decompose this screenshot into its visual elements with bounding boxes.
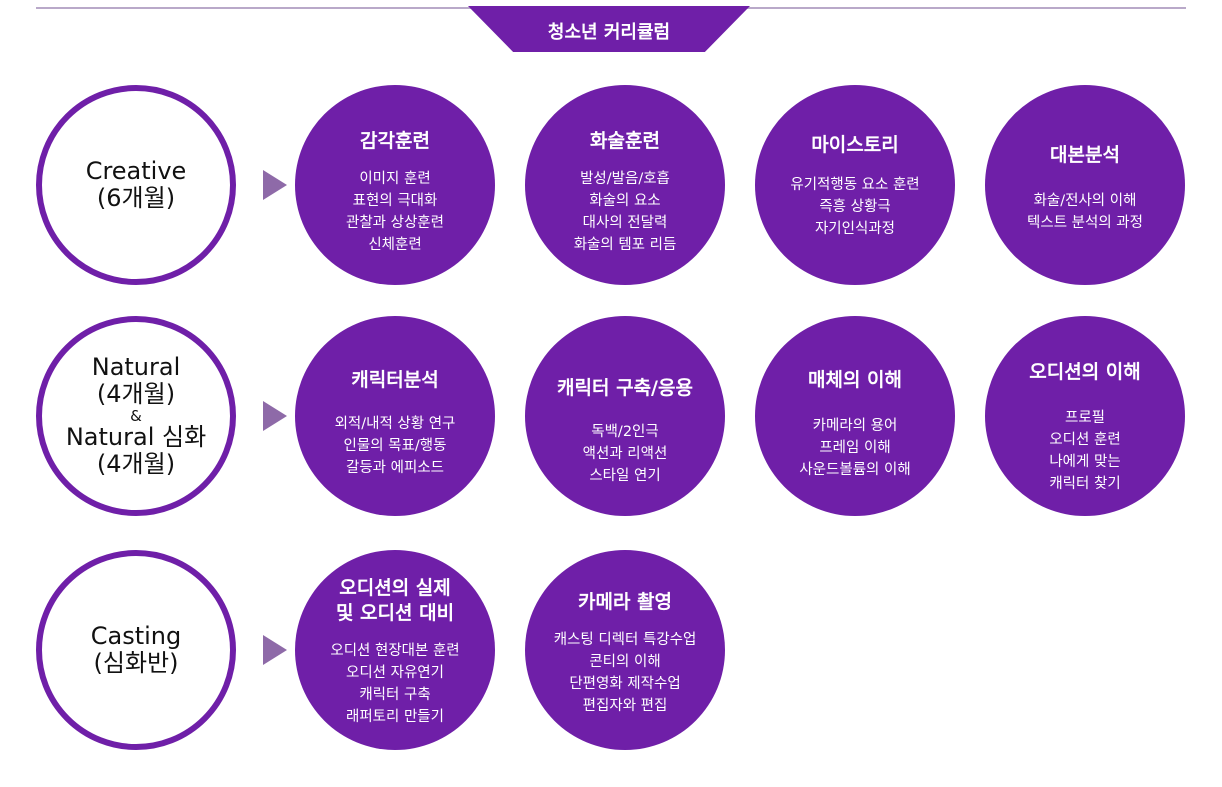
course-item: 콘티의 이해 [589, 654, 661, 670]
course-items: 유기적행동 요소 훈련 즉흥 상황극 자기인식과정 [790, 174, 919, 240]
course-title: 및 오디션 대비 [335, 602, 455, 624]
level-connector: & [130, 407, 142, 425]
arrow-right-icon [263, 635, 287, 665]
level-name: Natural 심화 [65, 423, 207, 451]
course-item: 래퍼토리 만들기 [346, 709, 444, 725]
course-items: 캐스팅 디렉터 특강수업 콘티의 이해 단편영화 제작수업 편집자와 편집 [554, 629, 697, 717]
course-item: 캐릭터 찾기 [1049, 476, 1121, 492]
course-item: 대사의 전달력 [582, 215, 668, 231]
level-duration: (심화반) [93, 649, 179, 677]
course-items: 외적/내적 상황 연구 인물의 목표/행동 갈등과 에피소드 [335, 413, 456, 479]
arrow-right-icon [263, 401, 287, 431]
course-title: 대본분석 [1050, 144, 1120, 166]
course-item: 캐릭터 구축 [359, 687, 431, 703]
course-items: 독백/2인극 액션과 리액션 스타일 연기 [583, 421, 668, 487]
course-items: 프로필 오디션 훈련 나에게 맞는 캐릭터 찾기 [1049, 407, 1120, 495]
course-title: 마이스토리 [811, 134, 899, 156]
course-item: 자기인식과정 [814, 221, 896, 237]
course-circle: 마이스토리 유기적행동 요소 훈련 즉흥 상황극 자기인식과정 [755, 85, 955, 285]
curriculum-row-casting: Casting (심화반) 오디션의 실제 및 오디션 대비 오디션 현장대본 … [0, 550, 1222, 750]
course-circle: 캐릭터분석 외적/내적 상황 연구 인물의 목표/행동 갈등과 에피소드 [295, 316, 495, 516]
course-item: 오디션 자유연기 [346, 665, 444, 681]
course-item: 오디션 훈련 [1049, 432, 1121, 448]
course-items: 화술/전사의 이해 텍스트 분석의 과정 [1027, 190, 1143, 234]
curriculum-row-creative: Creative (6개월) 감각훈련 이미지 훈련 표현의 극대화 관찰과 상… [0, 85, 1222, 285]
course-circle: 오디션의 이해 프로필 오디션 훈련 나에게 맞는 캐릭터 찾기 [985, 316, 1185, 516]
course-items: 이미지 훈련 표현의 극대화 관찰과 상상훈련 신체훈련 [346, 168, 444, 256]
course-item: 발성/발음/호흡 [580, 171, 670, 187]
course-item: 갈등과 에피소드 [345, 460, 444, 476]
course-title: 카메라 촬영 [577, 591, 672, 613]
course-title: 오디션의 실제 [339, 577, 451, 599]
course-item: 관찰과 상상훈련 [346, 215, 444, 231]
course-item: 화술의 템포 리듬 [573, 237, 677, 253]
arrow-right-icon [263, 170, 287, 200]
course-item: 나에게 맞는 [1049, 454, 1121, 470]
course-title: 매체의 이해 [807, 369, 902, 391]
course-item: 단편영화 제작수업 [569, 676, 681, 692]
course-item: 이미지 훈련 [359, 171, 431, 187]
level-circle-natural: Natural (4개월) & Natural 심화 (4개월) [36, 316, 236, 516]
course-item: 외적/내적 상황 연구 [334, 416, 456, 432]
course-items: 오디션 현장대본 훈련 오디션 자유연기 캐릭터 구축 래퍼토리 만들기 [330, 640, 459, 728]
level-name: Casting [90, 622, 182, 650]
course-item: 스타일 연기 [589, 468, 661, 484]
course-item: 사운드볼륨의 이해 [799, 462, 911, 478]
course-title: 화술훈련 [590, 130, 660, 152]
course-item: 프레임 이해 [819, 440, 891, 456]
course-item: 캐스팅 디렉터 특강수업 [553, 632, 697, 648]
course-item: 인물의 목표/행동 [343, 438, 447, 454]
course-item: 화술의 요소 [589, 193, 661, 209]
course-item: 액션과 리액션 [582, 446, 668, 462]
course-item: 오디션 현장대본 훈련 [330, 643, 460, 659]
course-item: 독백/2인극 [591, 424, 659, 440]
curriculum-row-natural: Natural (4개월) & Natural 심화 (4개월) 캐릭터분석 외… [0, 316, 1222, 516]
course-circle: 카메라 촬영 캐스팅 디렉터 특강수업 콘티의 이해 단편영화 제작수업 편집자… [525, 550, 725, 750]
course-items: 발성/발음/호흡 화술의 요소 대사의 전달력 화술의 템포 리듬 [574, 168, 677, 256]
course-item: 유기적행동 요소 훈련 [790, 177, 920, 193]
level-duration: (4개월) [96, 380, 176, 408]
level-circle-creative: Creative (6개월) [36, 85, 236, 285]
level-name: Natural [91, 353, 181, 381]
level-duration: (4개월) [96, 450, 176, 478]
course-items: 카메라의 용어 프레임 이해 사운드볼륨의 이해 [799, 415, 910, 481]
course-item: 편집자와 편집 [582, 698, 668, 714]
course-item: 신체훈련 [368, 237, 422, 253]
level-duration: (6개월) [96, 184, 176, 212]
course-item: 프로필 [1064, 410, 1106, 426]
course-item: 화술/전사의 이해 [1033, 193, 1137, 209]
level-circle-casting: Casting (심화반) [36, 550, 236, 750]
level-name: Creative [85, 157, 187, 185]
page-title: 청소년 커리큘럼 [547, 22, 671, 43]
course-title: 캐릭터 구축/응용 [557, 377, 693, 399]
course-circle: 감각훈련 이미지 훈련 표현의 극대화 관찰과 상상훈련 신체훈련 [295, 85, 495, 285]
course-title: 캐릭터분석 [351, 369, 439, 391]
course-item: 카메라의 용어 [812, 418, 898, 434]
curriculum-title-banner: 청소년 커리큘럼 [468, 6, 750, 52]
course-circle: 매체의 이해 카메라의 용어 프레임 이해 사운드볼륨의 이해 [755, 316, 955, 516]
course-title: 감각훈련 [360, 130, 430, 152]
course-circle: 대본분석 화술/전사의 이해 텍스트 분석의 과정 [985, 85, 1185, 285]
course-circle: 캐릭터 구축/응용 독백/2인극 액션과 리액션 스타일 연기 [525, 316, 725, 516]
course-item: 즉흥 상황극 [819, 199, 891, 215]
course-title: 오디션의 이해 [1029, 361, 1141, 383]
course-item: 텍스트 분석의 과정 [1027, 215, 1143, 231]
course-circle: 화술훈련 발성/발음/호흡 화술의 요소 대사의 전달력 화술의 템포 리듬 [525, 85, 725, 285]
course-circle: 오디션의 실제 및 오디션 대비 오디션 현장대본 훈련 오디션 자유연기 캐릭… [295, 550, 495, 750]
course-item: 표현의 극대화 [352, 193, 438, 209]
